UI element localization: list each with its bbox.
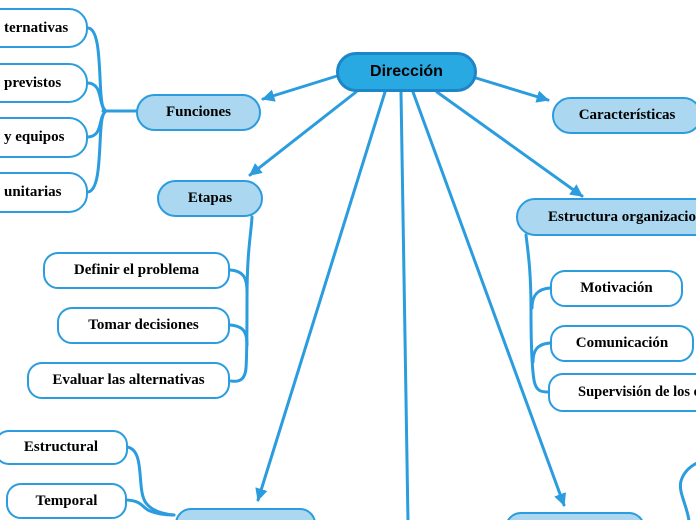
node-caracteristicas-label: Características [578, 107, 676, 123]
connector-root-funciones [261, 74, 339, 102]
connector-etapas-definir [228, 268, 249, 294]
node-frag-ternativas-label: ternativas [4, 19, 69, 36]
node-caracteristicas[interactable]: Características [552, 97, 696, 134]
node-estructura-organizacional[interactable]: Estructura organizacional [516, 198, 696, 236]
node-supervision[interactable]: Supervisión de los e [548, 373, 696, 412]
connector-estructura-motivacion [530, 286, 552, 310]
node-direccion-label: Dirección [370, 63, 443, 80]
connector-funciones-unitarias [86, 111, 106, 194]
node-supervision-label: Supervisión de los e [578, 384, 696, 400]
connector-root-etapas [248, 90, 358, 177]
connector-root-estructura [435, 90, 584, 198]
node-estructural-label: Estructural [23, 439, 99, 455]
node-frag-y-equipos[interactable]: y equipos [0, 117, 88, 158]
connector-etapas-tomar [228, 323, 249, 347]
node-frag-previstos[interactable]: previstos [0, 63, 88, 103]
node-estructural[interactable]: Estructural [0, 430, 128, 465]
node-definir-el-problema-label: Definir el problema [73, 262, 200, 278]
node-temporal[interactable]: Temporal [6, 483, 127, 519]
node-comunicacion-label: Comunicación [575, 335, 669, 351]
node-evaluar-las-alternativas[interactable]: Evaluar las alternativas [27, 362, 230, 399]
node-funciones-label: Funciones [165, 104, 231, 120]
node-etapas-label: Etapas [187, 190, 233, 206]
node-bottom-right-partial[interactable] [505, 512, 645, 520]
connector-root-caracteristicas [474, 76, 550, 103]
node-tomar-decisiones[interactable]: Tomar decisiones [57, 307, 230, 344]
node-tomar-decisiones-label: Tomar decisiones [88, 317, 199, 333]
connector-estructura-trunk [524, 233, 551, 394]
connector-root-bottom-right-node [411, 90, 567, 507]
connector-temporal [125, 498, 176, 517]
connector-estructural [125, 445, 176, 517]
node-frag-unitarias[interactable]: unitarias [0, 172, 88, 213]
node-frag-ternativas[interactable]: ternativas [0, 8, 88, 48]
node-bottom-left-partial[interactable] [175, 508, 316, 520]
node-evaluar-las-alternativas-label: Evaluar las alternativas [52, 372, 205, 388]
connector-root-bottom-left-node [255, 90, 387, 502]
connector-funciones-previstos [86, 81, 107, 112]
node-funciones[interactable]: Funciones [136, 94, 261, 131]
node-definir-el-problema[interactable]: Definir el problema [43, 252, 230, 289]
connector-root-down [399, 90, 410, 520]
node-temporal-label: Temporal [35, 492, 98, 509]
node-frag-previstos-label: previstos [4, 74, 62, 91]
node-estructura-organizacional-label: Estructura organizacional [548, 208, 696, 225]
node-frag-unitarias-label: unitarias [4, 184, 62, 200]
node-frag-y-equipos-label: y equipos [4, 129, 65, 145]
connector-estructura-comunicacion [531, 341, 552, 364]
node-etapas[interactable]: Etapas [157, 180, 263, 217]
node-motivacion[interactable]: Motivación [550, 270, 683, 307]
connector-etapas-trunk [229, 215, 254, 383]
connector-bottom-right-hook [678, 461, 696, 520]
node-comunicacion[interactable]: Comunicación [550, 325, 694, 362]
node-motivacion-label: Motivación [580, 280, 653, 296]
node-direccion[interactable]: Dirección [336, 52, 477, 92]
